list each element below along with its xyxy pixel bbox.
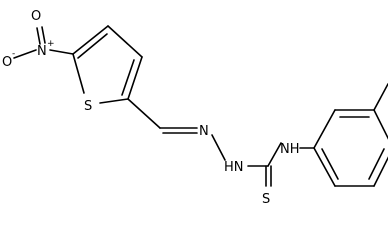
atom-o-minus: O [2,55,12,70]
bond-n-o-double-b [41,26,46,44]
bond-c2-s [99,98,129,104]
bond-c5-c4-inner [77,33,108,59]
bond-ar-methyl [373,83,388,111]
bond-n-o-double-a [36,27,41,45]
bond-c3-c2-inner [121,59,135,96]
bond-ar-c3-c4 [373,109,388,140]
bond-s-c5 [72,53,85,94]
bond-ar-inner-2 [368,148,385,180]
atom-n-nitro: N [37,44,47,59]
atom-labels: O - N + O S N HN NH S [2,9,300,207]
atom-n-hydrazone-2: HN [224,160,244,175]
atom-s-ring: S [84,99,92,114]
atom-o-nitro: O [31,9,41,24]
bond-c2-ch [127,98,161,129]
bond-ar-c4-c5 [373,156,388,187]
charge-plus: + [47,39,55,49]
bond-c4-c3 [107,25,143,58]
bond-n-c5 [49,49,74,55]
atom-n-amine: NH [280,142,300,157]
atom-n-hydrazone-1: N [199,124,209,139]
bond-o-minus-n [13,49,37,59]
bonds [13,25,388,187]
bond-n-nh [211,134,226,161]
structure-diagram: O - N + O S N HN NH S [2,9,388,207]
bond-c5-c4-double [72,25,109,55]
atom-s-thio: S [262,192,270,207]
bond-ar-c6-c1 [313,147,336,187]
bond-c-nh [267,142,282,167]
bond-ar-c1-c2 [313,109,336,149]
charge-minus: - [12,49,15,59]
bond-ar-inner-3 [321,148,339,180]
bond-c3-c2-double [127,56,143,100]
